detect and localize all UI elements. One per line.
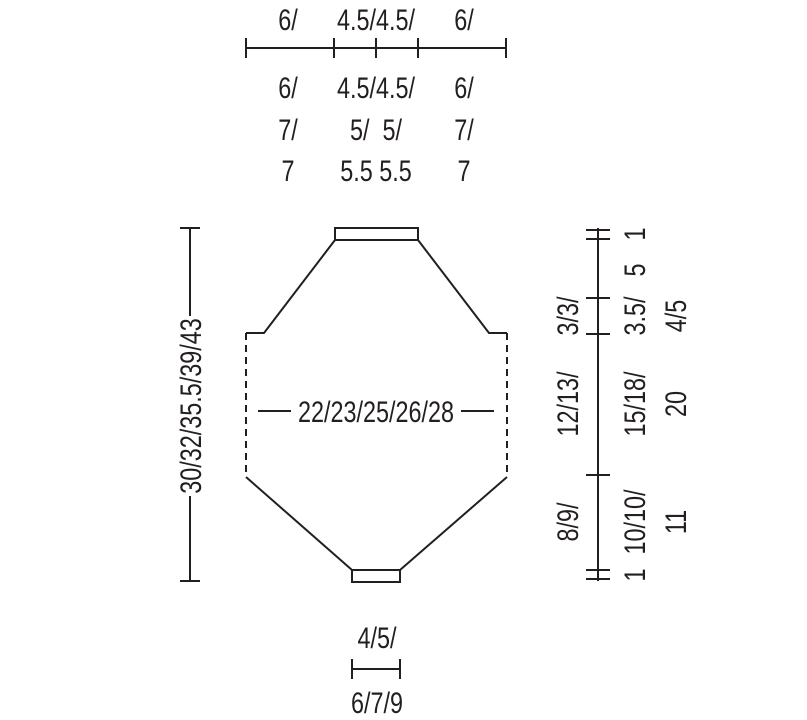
- top-label-center-1: 4.5/4.5/: [337, 3, 415, 36]
- bottom-label-1: 4/5/: [357, 621, 396, 654]
- bottom-dimension-scale: [351, 659, 401, 679]
- top-label-center-4: 5.5 5.5: [340, 154, 412, 187]
- top-label-left-3: 7/: [278, 113, 298, 146]
- right-outer-label-5: 15/18/: [618, 371, 651, 436]
- right-outer-label-8: 11: [659, 510, 692, 534]
- top-label-right-2: 6/: [454, 71, 474, 104]
- right-inner-label-1: 3/3/: [551, 296, 584, 335]
- top-label-left-2: 6/: [278, 71, 298, 104]
- right-inner-label-2: 12/13/: [551, 371, 584, 436]
- right-outer-label-7: 10/10/: [618, 489, 651, 554]
- top-label-right-3: 7/: [454, 113, 474, 146]
- top-label-right-4: 7: [457, 154, 470, 187]
- right-outer-label-1: 1: [618, 227, 651, 240]
- right-outer-labels: 1 5 3.5/ 4/5 15/18/ 20 10/10/ 11 1: [618, 227, 692, 581]
- garment-piece-outline: [245, 227, 508, 583]
- top-ribbing-band: [334, 227, 419, 241]
- top-dimension-scale: [245, 38, 507, 58]
- bottom-ribbing-band: [351, 569, 401, 583]
- left-dimension-scale: [180, 227, 200, 582]
- right-outer-label-4: 4/5: [659, 300, 692, 333]
- right-outer-label-6: 20: [659, 391, 692, 417]
- top-label-left-4: 7: [281, 154, 294, 187]
- top-measurement-labels: 6/ 4.5/4.5/ 6/ 6/ 4.5/4.5/ 6/ 7/ 5/ 5/ 7…: [278, 3, 474, 187]
- right-outer-label-2: 5: [618, 263, 651, 276]
- right-inner-labels: 3/3/ 12/13/ 8/9/: [551, 296, 584, 541]
- width-label: 22/23/25/26/28: [298, 395, 454, 428]
- bottom-label-2: 6/7/9: [351, 686, 403, 719]
- top-label-right-1: 6/: [454, 3, 474, 36]
- right-dimension-scale: [586, 228, 610, 581]
- top-label-center-3: 5/ 5/: [350, 113, 402, 146]
- top-label-center-2: 4.5/4.5/: [337, 71, 415, 104]
- top-label-left-1: 6/: [278, 3, 298, 36]
- right-outer-label-9: 1: [618, 568, 651, 581]
- left-height-label: 30/32/35.5/39/43: [174, 318, 207, 494]
- right-outer-label-3: 3.5/: [618, 296, 651, 335]
- right-inner-label-3: 8/9/: [551, 502, 584, 541]
